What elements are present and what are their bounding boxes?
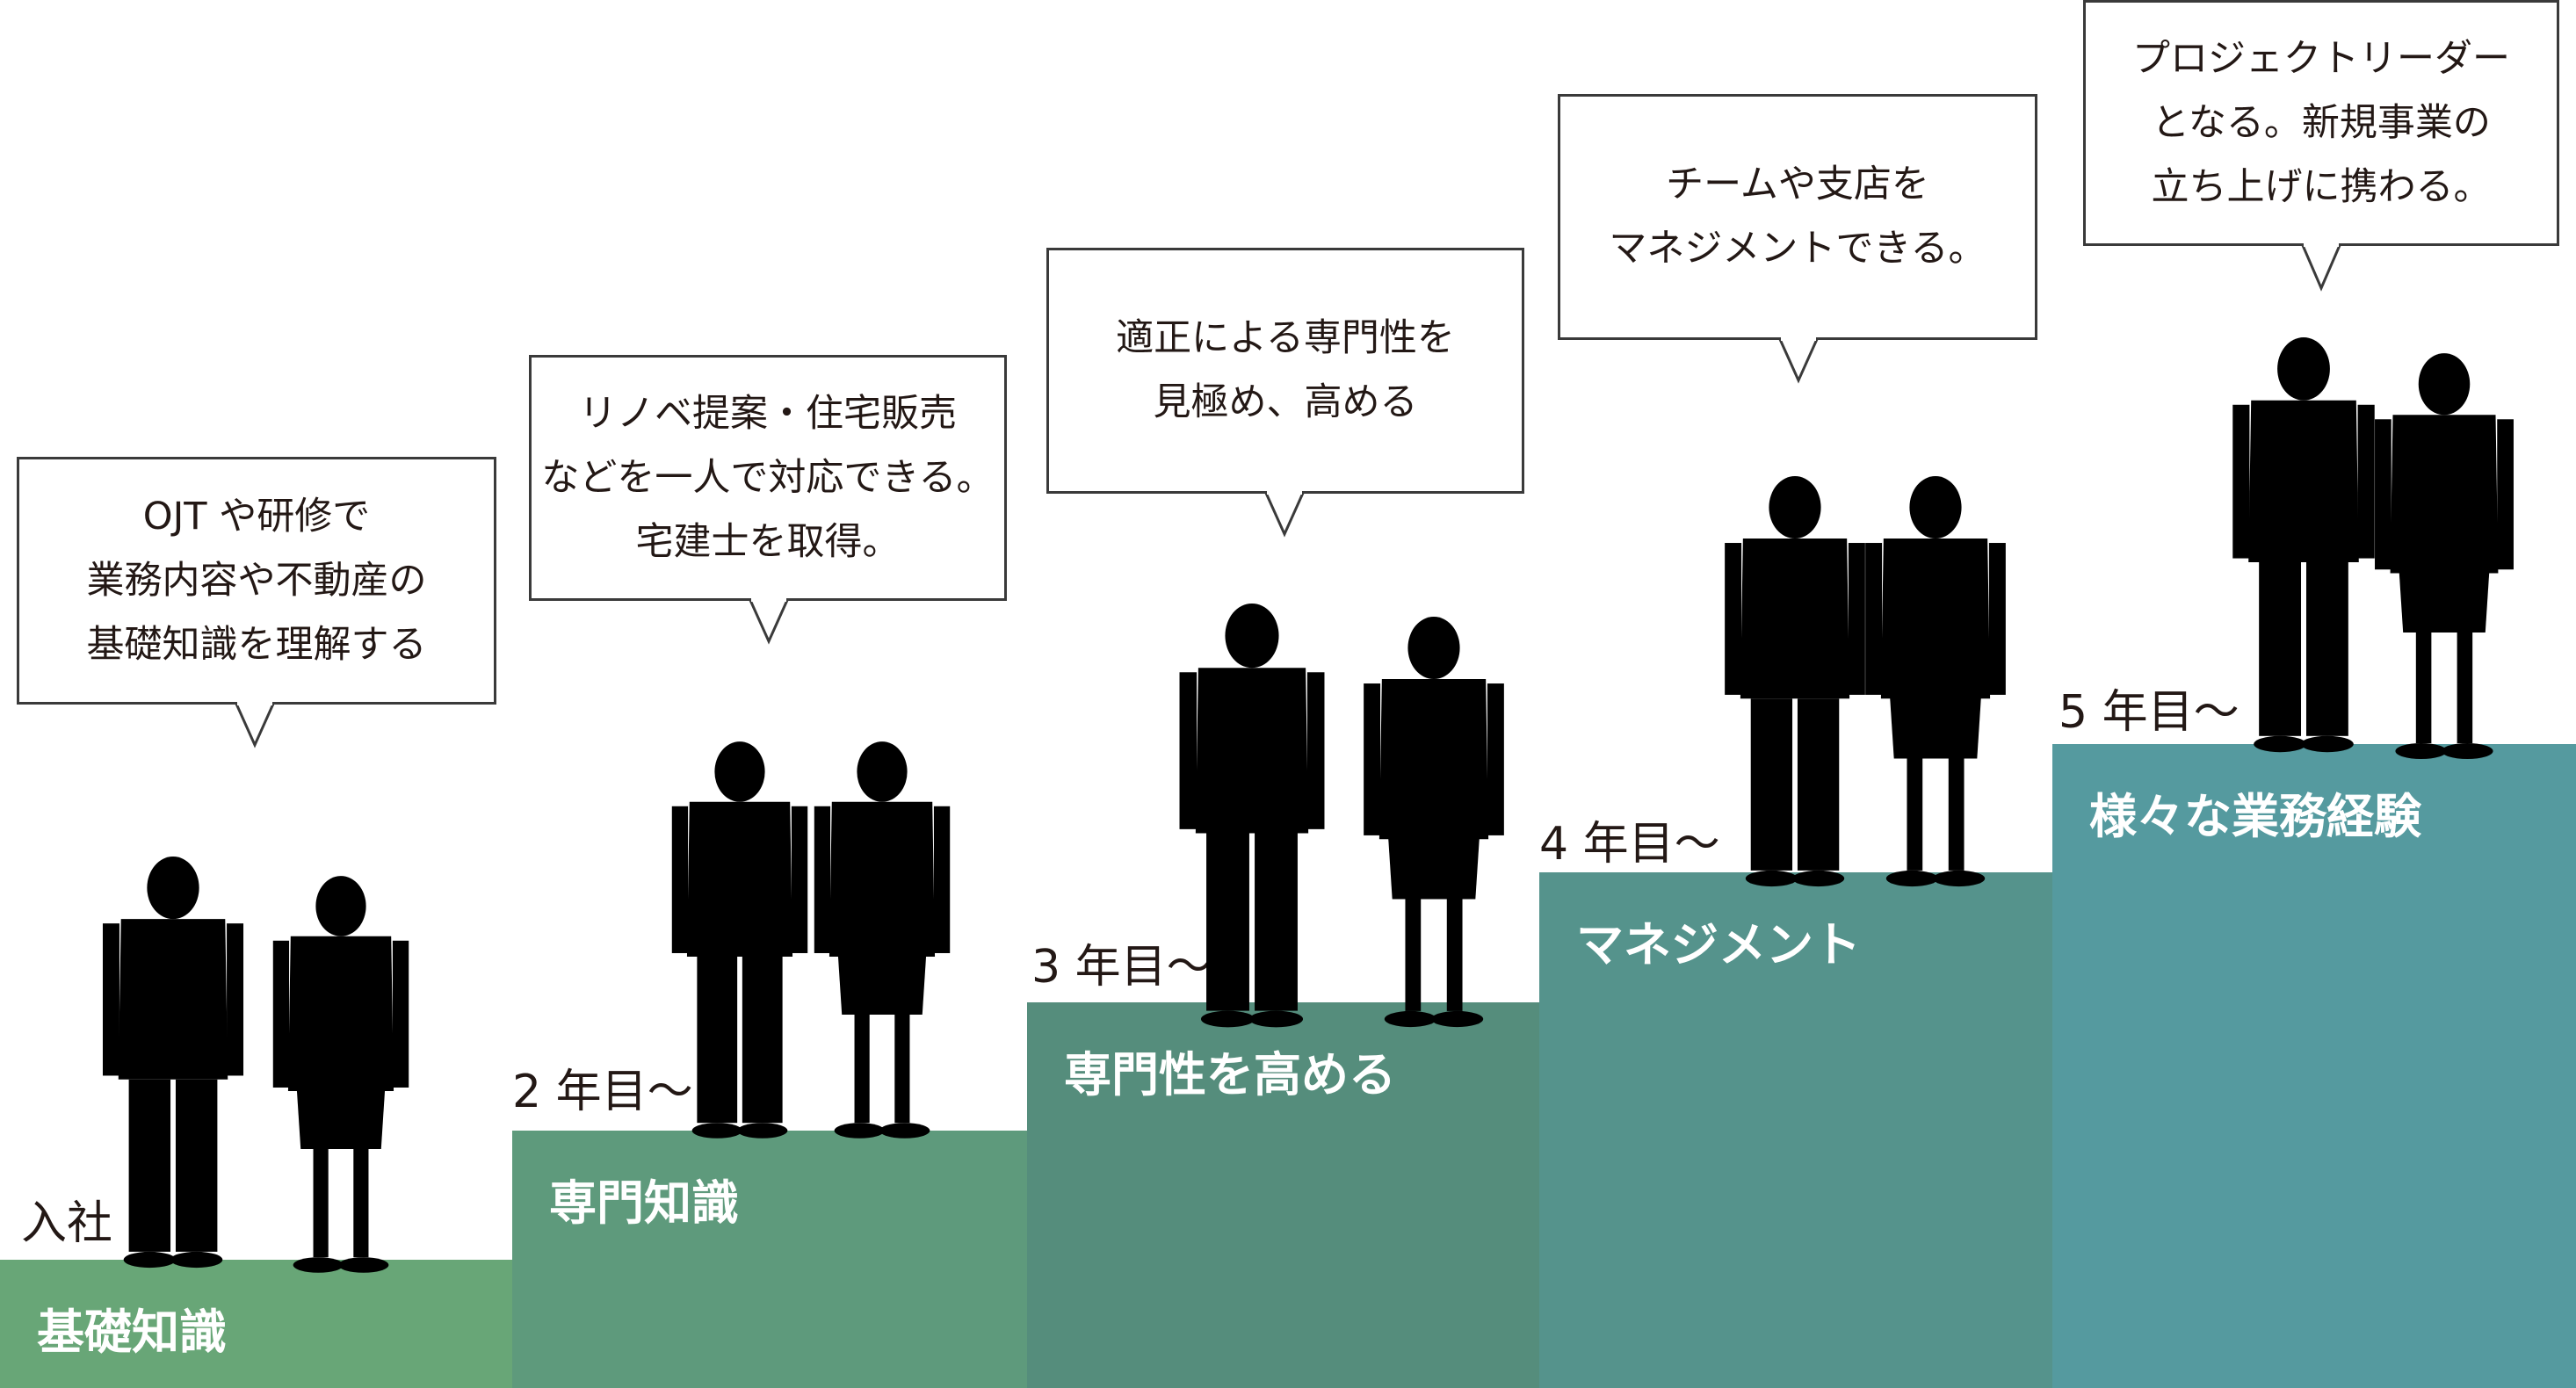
businesswoman-silhouette (1364, 617, 1504, 1028)
bubble-text-line: などを一人で対応できる。 (541, 455, 995, 500)
bubble-tail (1263, 491, 1306, 538)
step-label: 専門性を高める (1064, 1047, 1396, 1102)
bubble-text-line: プロジェクトリーダー (2132, 36, 2510, 81)
businesswoman-silhouette (2375, 353, 2514, 759)
bubble-tail (1777, 337, 1820, 384)
bubble-text-line: 業務内容や不動産の (86, 558, 427, 603)
speech-bubble: 適正による専門性を見極め、高める (1046, 248, 1524, 494)
year-label: 2 年目〜 (512, 1066, 693, 1118)
year-label: 入社 (21, 1197, 113, 1250)
bubble-text-line: 見極め、高める (1153, 380, 1418, 424)
speech-bubble: OJT や研修で業務内容や不動産の基礎知識を理解する (17, 457, 496, 705)
step-5: 様々な業務経験 (2052, 744, 2576, 1388)
bubble-text-line: となる。新規事業の (2152, 100, 2491, 145)
bubble-text-line: マネジメントできる。 (1609, 227, 1986, 271)
businessman-silhouette (671, 741, 808, 1139)
businesswoman-silhouette (272, 876, 409, 1273)
step-label: 専門知識 (549, 1175, 739, 1231)
bubble-tail (2300, 243, 2342, 292)
year-label: 3 年目〜 (1031, 941, 1212, 994)
bubble-tail (234, 702, 276, 748)
bubble-text-line: 立ち上げに携わる。 (2151, 164, 2492, 209)
step-1: 基礎知識 (0, 1260, 512, 1388)
step-label: 様々な業務経験 (2089, 789, 2421, 844)
bubble-text-line: 基礎知識を理解する (86, 622, 427, 667)
year-label: 4 年目〜 (1539, 818, 1720, 871)
step-4: マネジメント (1539, 872, 2052, 1388)
step-label: マネジメント (1576, 917, 1861, 972)
speech-bubble: リノベ提案・住宅販売などを一人で対応できる。宅建士を取得。 (529, 355, 1007, 601)
bubble-tail (748, 598, 790, 645)
bubble-text-line: OJT や研修で (142, 494, 371, 539)
speech-bubble: プロジェクトリーダーとなる。新規事業の立ち上げに携わる。 (2083, 0, 2559, 246)
bubble-text-line: リノベ提案・住宅販売 (579, 391, 957, 436)
businessman-silhouette (2232, 337, 2375, 753)
bubble-text-line: チームや支店を (1666, 163, 1929, 206)
speech-bubble: チームや支店をマネジメントできる。 (1558, 94, 2037, 340)
businessman-silhouette (102, 857, 244, 1269)
step-label: 基礎知識 (37, 1305, 227, 1360)
bubble-text-line: 適正による専門性を (1116, 316, 1455, 360)
businessman-silhouette (1179, 603, 1325, 1028)
bubble-text-line: 宅建士を取得。 (635, 519, 901, 564)
businessman-silhouette (1725, 476, 1865, 887)
year-label: 5 年目〜 (2059, 686, 2240, 739)
step-3: 専門性を高める (1027, 1002, 1539, 1388)
businesswoman-silhouette (1865, 476, 2006, 887)
step-2: 専門知識 (512, 1131, 1027, 1388)
businesswoman-silhouette (814, 741, 951, 1139)
